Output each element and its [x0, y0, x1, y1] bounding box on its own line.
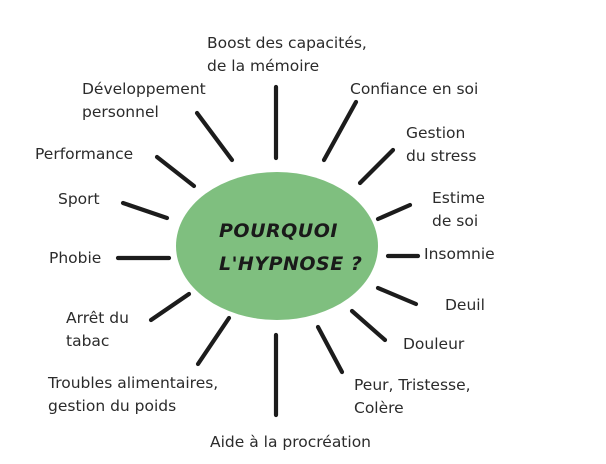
center-title-line1: POURQUOI — [219, 220, 338, 242]
label-phobie: Phobie — [49, 249, 102, 267]
spoke-douleur — [349, 308, 388, 343]
center-ellipse — [176, 172, 378, 320]
spoke-estime — [375, 202, 413, 222]
spoke-developpement — [194, 110, 235, 163]
spoke-peur — [315, 324, 345, 375]
spoke-tabac — [148, 291, 192, 323]
label-performance: Performance — [35, 145, 134, 163]
spoke-deuil — [375, 285, 419, 307]
center-title-line2: L'HYPNOSE ? — [219, 253, 362, 275]
spoke-confiance — [321, 99, 359, 163]
spoke-troubles — [195, 315, 232, 367]
spoke-performance — [154, 154, 197, 189]
label-troubles: Troubles alimentaires,gestion du poids — [48, 374, 219, 415]
spoke-stress — [357, 147, 396, 186]
label-deuil: Deuil — [445, 296, 485, 314]
label-peur: Peur, Tristesse,Colère — [354, 376, 471, 417]
label-procreation: Aide à la procréation — [210, 433, 372, 451]
label-insomnie: Insomnie — [424, 245, 495, 263]
label-boost: Boost des capacités,de la mémoire — [207, 34, 367, 75]
spoke-sport — [120, 200, 170, 221]
label-confiance: Confiance en soi — [350, 80, 479, 98]
label-douleur: Douleur — [403, 335, 465, 353]
label-sport: Sport — [58, 190, 100, 208]
